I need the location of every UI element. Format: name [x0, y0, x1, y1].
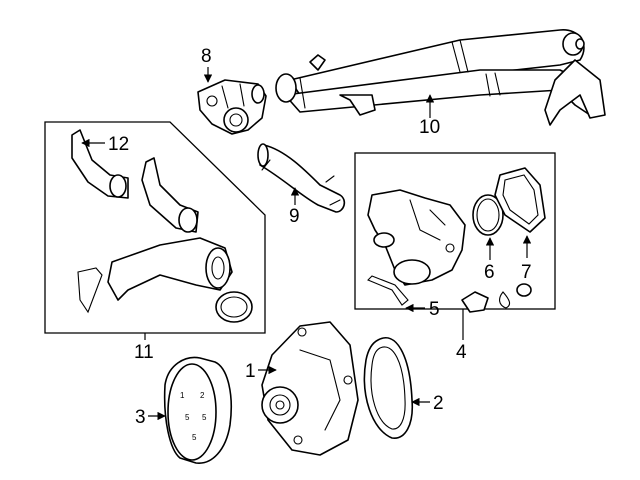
gasket-part-2 — [363, 337, 414, 439]
callout-3: 3 — [135, 407, 146, 428]
pulley-mark-5: 5 — [192, 433, 197, 442]
callout-2: 2 — [433, 393, 444, 414]
callout-5: 5 — [429, 299, 440, 320]
coolant-pipe-part-10 — [275, 29, 606, 126]
callout-10: 10 — [419, 117, 440, 138]
pulley-mark-4: 5 — [202, 413, 207, 422]
callout-4: 4 — [456, 342, 467, 363]
hose-part-9 — [257, 143, 346, 213]
water-outlet-group-box-4 — [354, 152, 556, 313]
callout-8: 8 — [201, 46, 212, 67]
pulley-part-3: 1 2 5 5 5 — [163, 356, 233, 464]
pulley-mark-2: 2 — [200, 391, 205, 400]
bypass-pipe-group-box-11 — [44, 121, 266, 334]
callout-1: 1 — [245, 361, 256, 382]
callout-6: 6 — [484, 262, 495, 283]
water-pump-part-1 — [261, 321, 359, 456]
callout-7: 7 — [521, 262, 532, 283]
callout-11: 11 — [134, 342, 154, 363]
callout-9: 9 — [289, 206, 300, 227]
callout-12: 12 — [108, 134, 129, 155]
pulley-mark-3: 5 — [185, 413, 190, 422]
callouts: 8 10 9 12 6 7 5 4 11 1 2 3 — [108, 46, 532, 428]
leader-lines — [81, 67, 532, 421]
pulley-mark-1: 1 — [180, 391, 185, 400]
thermostat-housing-part-8 — [197, 79, 267, 135]
